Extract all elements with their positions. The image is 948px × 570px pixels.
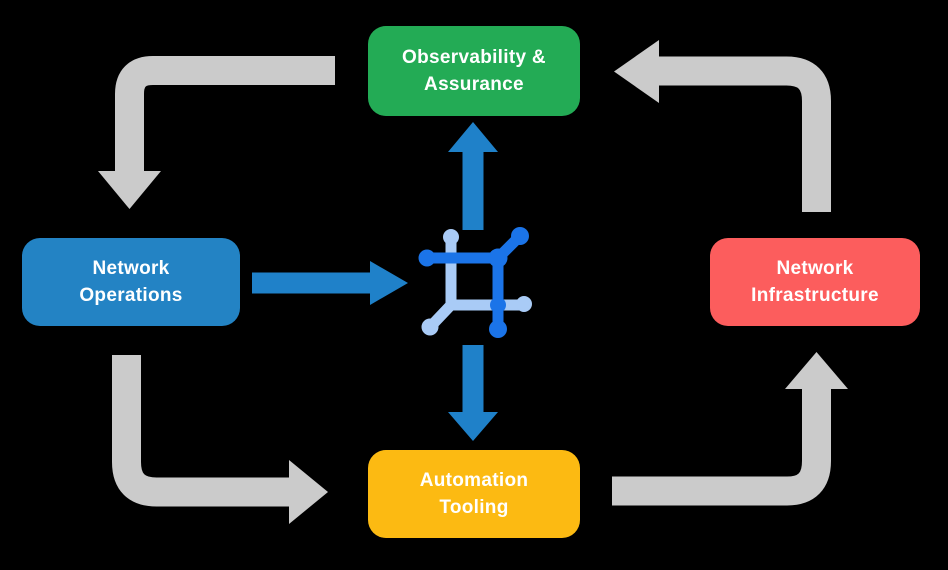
cycle-arrow-infra-to-obs xyxy=(614,40,831,212)
arrowhead-up xyxy=(785,352,848,389)
observability-assurance-label: Observability & Assurance xyxy=(402,44,546,98)
label-line-1: Observability & xyxy=(402,47,546,68)
label-line-1: Network xyxy=(92,258,170,279)
automation-tooling-node: Automation Tooling xyxy=(368,450,580,538)
label-line-1: Automation xyxy=(419,470,529,491)
network-mesh-icon xyxy=(418,227,532,338)
label-line-1: Network xyxy=(776,258,854,279)
mesh-dark-nodes xyxy=(418,227,529,338)
arrowhead-left xyxy=(614,40,659,103)
cycle-arrow-obs-to-ops xyxy=(98,56,335,209)
observability-assurance-node: Observability & Assurance xyxy=(368,26,580,116)
cycle-arrow-ops-to-automation xyxy=(112,355,328,524)
mesh-light-nodes xyxy=(421,229,532,336)
label-line-2: Operations xyxy=(79,285,183,306)
arrowhead-down xyxy=(98,171,161,209)
cycle-arrow-automation-to-infra xyxy=(612,352,848,506)
network-operations-node: Network Operations xyxy=(22,238,240,326)
network-infrastructure-label: Network Infrastructure xyxy=(751,255,879,309)
flow-arrow-ops-to-hub xyxy=(252,261,408,305)
network-infrastructure-node: Network Infrastructure xyxy=(710,238,920,326)
label-line-2: Assurance xyxy=(424,74,524,95)
automation-tooling-label: Automation Tooling xyxy=(420,467,529,521)
flow-arrow-hub-to-obs xyxy=(448,122,498,230)
network-operations-label: Network Operations xyxy=(79,255,182,309)
label-line-2: Tooling xyxy=(439,497,509,518)
label-line-2: Infrastructure xyxy=(751,285,879,306)
arrowhead-right xyxy=(289,460,328,524)
flow-arrow-hub-to-automation xyxy=(448,345,498,441)
